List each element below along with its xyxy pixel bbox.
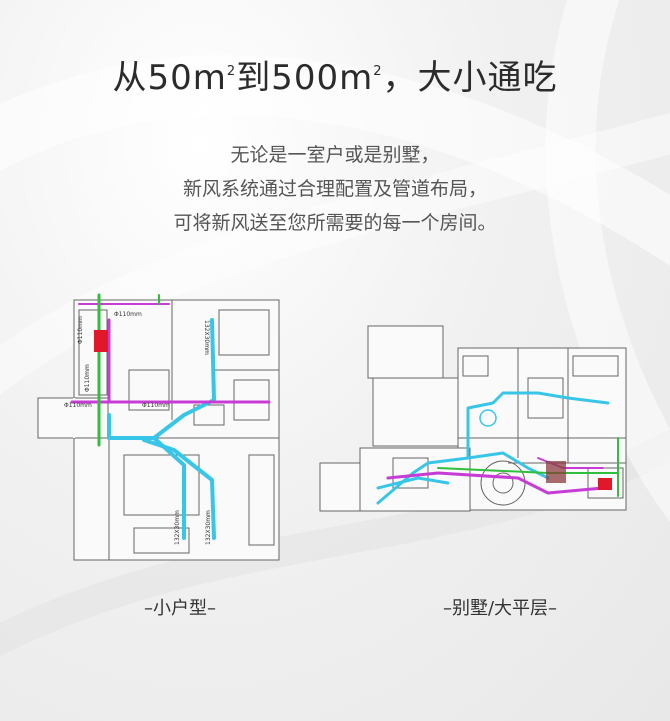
description-line: 可将新风送至您所需要的每一个房间。	[173, 212, 497, 234]
duct-blue	[566, 396, 610, 405]
ventilation-unit	[546, 461, 566, 483]
duct-blue	[376, 476, 450, 490]
description: 无论是一室户或是别墅， 新风系统通过合理配置及管道布局， 可将新风送至您所需要的…	[0, 138, 670, 240]
ventilation-unit	[598, 478, 612, 490]
duct-label: 132X30mm	[205, 510, 212, 545]
duct-blue	[466, 391, 570, 460]
page-title: 从50m2到500m2，大小通吃	[112, 58, 558, 98]
duct-blue	[107, 318, 216, 440]
duct-magenta	[386, 471, 605, 495]
caption-villa: –别墅/大平层–	[442, 598, 558, 619]
dining-table	[479, 409, 497, 427]
description-line: 无论是一室户或是别墅，	[230, 144, 440, 166]
duct-label: Φ110mm	[114, 311, 142, 318]
caption-small-apartment: –小户型–	[144, 598, 216, 619]
ventilation-unit	[94, 330, 108, 352]
duct-label: Φ110mm	[77, 316, 84, 344]
small-apartment-floorplan: Φ110mm Φ110mm Φ110mm Φ110mm Φ110mm 132X3…	[37, 293, 280, 561]
duct-label: 132X30mm	[203, 320, 210, 355]
villa-floorplan	[319, 325, 627, 512]
duct-label: Φ110mm	[64, 402, 92, 409]
duct-label: 132X30mm	[174, 510, 181, 545]
duct-label: Φ110mm	[84, 364, 91, 392]
description-line: 新风系统通过合理配置及管道布局，	[182, 178, 487, 200]
duct-label: Φ110mm	[142, 402, 170, 409]
duct-blue	[142, 438, 216, 540]
